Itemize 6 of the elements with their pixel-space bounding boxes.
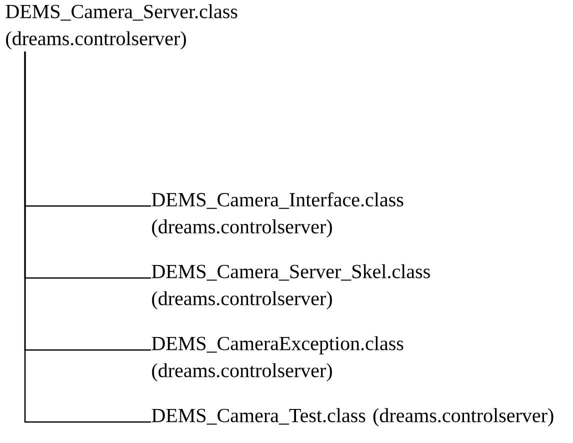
class-label: DEMS_Camera_Test.class (dreams.controlserver) <box>152 408 554 426</box>
class-label: DEMS_Camera_Interface.class (dreams.controlserver) <box>152 192 404 238</box>
class-label: DEMS_CameraException.class (dreams.controlserver) <box>152 336 404 382</box>
class-label: DEMS_Camera_Server_Skel.class (dreams.controlserver) <box>152 264 430 310</box>
class-label: DEMS_Camera_Server.class (dreams.controlserver) <box>6 4 238 50</box>
tree-connector <box>24 52 151 423</box>
